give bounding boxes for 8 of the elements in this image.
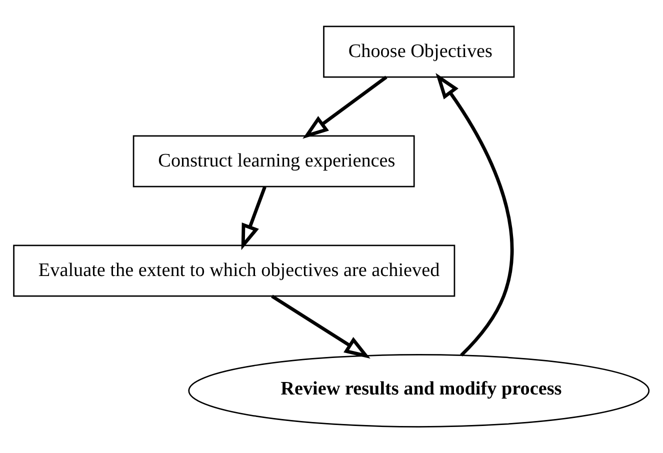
- node-box: Evaluate the extent to which objectives are achieved: [13, 244, 456, 297]
- arrow: [271, 294, 370, 359]
- arrow: [436, 72, 514, 357]
- arrow: [241, 186, 266, 250]
- arrow: [302, 76, 388, 139]
- node-ellipse: Review results and modify process: [188, 354, 650, 428]
- node-box: Construct learning experiences: [132, 135, 415, 188]
- node-box: Choose Objectives: [323, 26, 515, 78]
